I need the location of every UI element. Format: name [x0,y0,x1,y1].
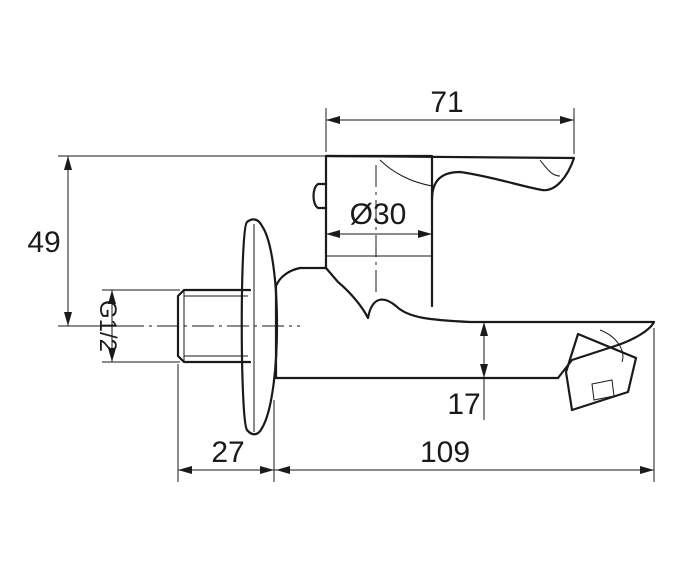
dimension-diameter: Ø30 [326,198,432,238]
wall-flange [240,218,279,436]
aerator [564,332,638,412]
dimension-lengths-bottom: 27 109 [177,328,655,482]
dimension-label-diameter: Ø30 [350,198,407,231]
spout-body [274,266,656,380]
faucet-outline [122,154,656,436]
dimension-label-spout-height: 17 [447,388,480,421]
dimension-spout-height: 17 [447,322,488,421]
lever-tip [539,159,561,177]
side-screw [312,182,328,210]
dimension-thread: G1/2 [94,289,180,363]
dimension-label-thread: G1/2 [94,300,121,352]
aerator-cap [591,379,615,401]
dimension-label-width: 71 [430,86,463,119]
lever-curve [379,159,433,187]
valve-body [324,154,434,308]
dimension-label-thread-length: 27 [211,436,244,469]
dimension-height-left: 49 [27,155,326,327]
lever-handle [324,154,576,202]
dimension-label-spout-length: 109 [420,436,470,469]
spout-tip-curve [599,329,624,363]
dimension-width-top: 71 [325,86,575,154]
dimension-label-height: 49 [27,226,60,259]
